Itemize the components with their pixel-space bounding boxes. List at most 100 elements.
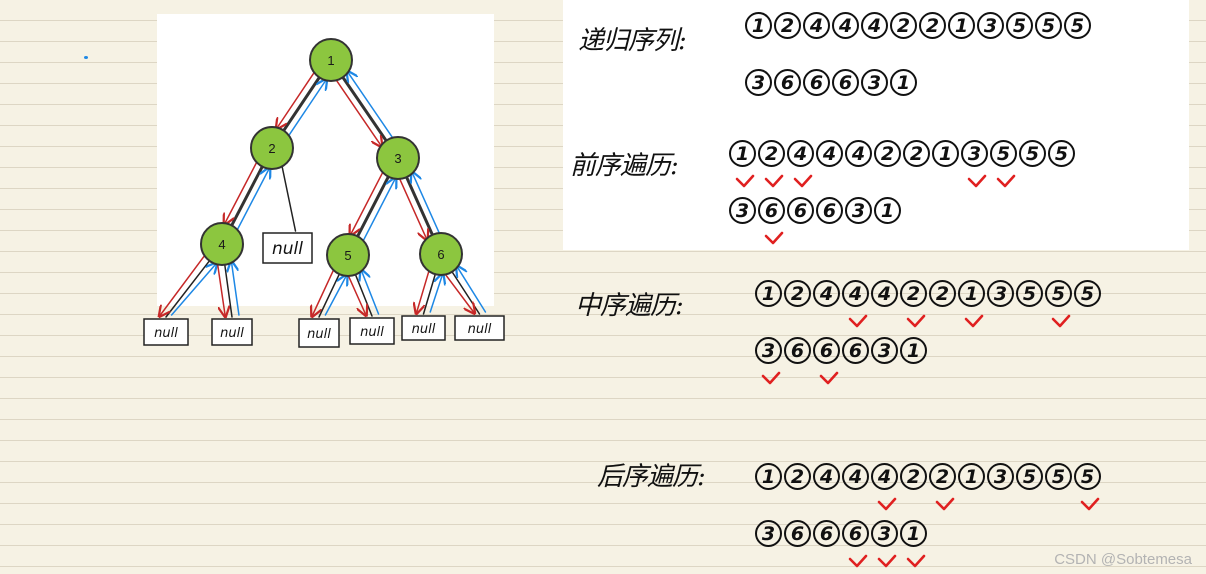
sequence-number: 3	[845, 197, 872, 224]
edge-3-6-up-arrow	[413, 173, 440, 234]
sequence-number: 6	[813, 520, 840, 547]
null-n6-left-up-arrow	[429, 275, 442, 313]
edge-3-5-edge	[355, 174, 391, 239]
check-mark-icon	[1080, 494, 1100, 511]
check-mark-icon	[764, 228, 784, 245]
edge-1-2-edge	[281, 75, 322, 133]
stray-mark	[84, 56, 88, 59]
sequence-number: 4	[813, 463, 840, 490]
check-mark-icon	[819, 368, 839, 385]
sequence-title-3: 后序遍历:	[597, 462, 706, 492]
null-n5-right-up-arrow	[362, 271, 380, 315]
edge-2-4-edge	[229, 164, 265, 228]
null-n2-right-box	[262, 232, 313, 264]
edge-3-6-edge	[404, 174, 435, 238]
sequence-number: 5	[1048, 140, 1075, 167]
check-mark-icon	[996, 171, 1016, 188]
sequence-number: 5	[1074, 463, 1101, 511]
check-mark-icon	[906, 311, 926, 328]
null-n4-right-label: null	[220, 326, 244, 341]
tree-node-label-6: 6	[437, 247, 444, 262]
sequence-number: 6	[813, 337, 840, 385]
sequence-number: 5	[1006, 12, 1033, 39]
edge-2-4-up-arrow	[236, 169, 269, 231]
check-mark-icon	[1051, 311, 1071, 328]
sequence-title-2: 中序遍历:	[575, 291, 684, 321]
tree-node-3	[376, 136, 420, 180]
sequence-number: 3	[861, 69, 888, 96]
sequence-number: 3	[755, 520, 782, 547]
tree-node-label-4: 4	[218, 237, 225, 252]
watermark: CSDN @Sobtemesa	[1054, 551, 1192, 568]
sequence-number: 2	[774, 12, 801, 39]
sequence-number: 6	[787, 197, 814, 224]
sequence-number: 3	[871, 337, 898, 364]
tree-node-label-2: 2	[268, 141, 275, 156]
null-n4-left-box	[143, 318, 189, 346]
sequence-number: 6	[803, 69, 830, 96]
check-mark-icon	[735, 171, 755, 188]
sequence-number: 3	[987, 463, 1014, 490]
sequence-number: 6	[816, 197, 843, 224]
sequence-number: 1	[745, 12, 772, 39]
check-mark-icon	[935, 494, 955, 511]
null-n2-right-label: null	[272, 239, 303, 259]
check-mark-icon	[967, 171, 987, 188]
tree-node-5	[326, 233, 370, 277]
null-n5-left-up-arrow	[324, 276, 346, 316]
tree-node-label-3: 3	[394, 151, 401, 166]
null-n6-right-down-arrow	[444, 273, 474, 312]
null-n5-right-label: null	[360, 325, 384, 340]
check-mark-icon	[877, 551, 897, 568]
sequence-number: 4	[842, 463, 869, 490]
sequence-number: 1	[900, 337, 927, 364]
tree-node-4	[200, 222, 244, 266]
edge-1-3-up-arrow	[348, 73, 394, 139]
sequence-number: 2	[929, 463, 956, 511]
sequence-number: 6	[758, 197, 785, 245]
sequence-number: 1	[755, 463, 782, 490]
null-n5-right-edge	[354, 272, 373, 317]
sequence-number: 3	[755, 337, 782, 385]
sequence-number: 2	[874, 140, 901, 167]
sequence-number: 3	[729, 197, 756, 224]
sequence-number: 6	[832, 69, 859, 96]
sequence-number: 5	[1045, 463, 1072, 490]
edge-3-5-up-arrow	[362, 179, 395, 242]
sequence-number: 3	[745, 69, 772, 96]
null-n6-left-label: null	[412, 322, 436, 337]
null-n4-left-down-arrow	[160, 255, 206, 315]
check-mark-icon	[764, 171, 784, 188]
null-n5-right-down-arrow	[347, 275, 366, 314]
sequence-number: 2	[890, 12, 917, 39]
sequence-number: 3	[987, 280, 1014, 307]
sequence-number: 5	[990, 140, 1017, 188]
null-n6-right-box	[454, 315, 505, 341]
sequence-number: 5	[1035, 12, 1062, 39]
sequence-number: 4	[803, 12, 830, 39]
sequence-number: 6	[842, 337, 869, 364]
check-mark-icon	[848, 311, 868, 328]
sequence-number: 1	[874, 197, 901, 224]
null-n4-left-label: null	[154, 326, 178, 341]
sequence-number: 2	[903, 140, 930, 167]
edge-2-4-down-arrow	[225, 161, 258, 224]
check-mark-icon	[761, 368, 781, 385]
edge-3-6-down-arrow	[399, 178, 427, 238]
sequence-number: 2	[929, 280, 956, 307]
sequence-number: 1	[900, 520, 927, 568]
tree-node-2	[250, 126, 294, 170]
sequence-number: 1	[958, 280, 985, 328]
sequence-number: 2	[900, 463, 927, 490]
tree-node-label-1: 1	[327, 53, 334, 68]
null-n6-left-box	[401, 315, 446, 341]
sequence-number: 4	[816, 140, 843, 167]
sequence-number: 5	[1045, 280, 1072, 328]
check-mark-icon	[877, 494, 897, 511]
check-mark-icon	[793, 171, 813, 188]
